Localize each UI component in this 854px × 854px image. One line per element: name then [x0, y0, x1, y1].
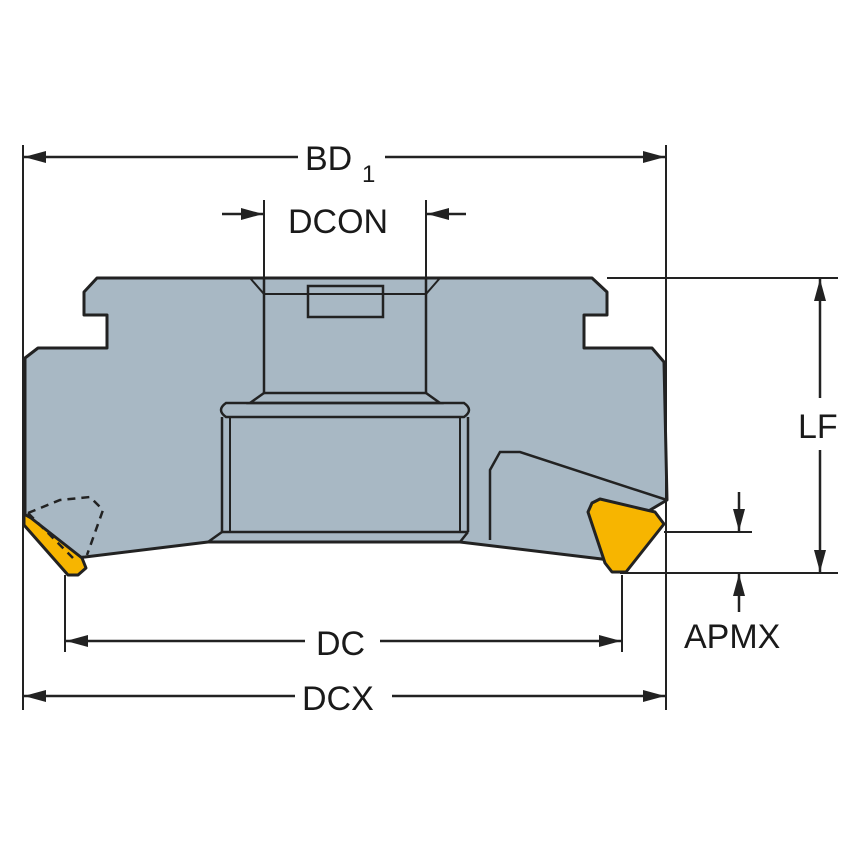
bd1-label: BD: [305, 140, 352, 178]
hidden-insert-outline: [27, 495, 105, 559]
lf-arrow-bottom: [814, 550, 826, 572]
bd1-arrow-right: [643, 151, 665, 163]
dcon-arrow-left: [241, 208, 263, 220]
bd1-arrow-left: [24, 151, 46, 163]
bottom-chamfer: [207, 530, 469, 544]
dcx-arrow-right: [643, 690, 665, 702]
lower-bore: [220, 417, 470, 534]
apmx-arrow-top: [733, 509, 745, 531]
bore-chamfer: [249, 277, 441, 295]
dcx-label: DCX: [302, 680, 374, 718]
chip-pocket: [488, 450, 668, 540]
right-insert: [586, 497, 666, 574]
dcon-arrow-right: [427, 208, 449, 220]
apmx-arrow-bottom: [733, 574, 745, 596]
lower-bore-inner: [229, 417, 461, 532]
key-slot: [306, 284, 385, 319]
groove-ring: [219, 401, 471, 419]
apmx-label: APMX: [684, 618, 780, 656]
lf-label: LF: [798, 408, 838, 446]
bd1-subscript: 1: [362, 161, 375, 188]
upper-bore: [262, 278, 428, 395]
dcon-label: DCON: [288, 203, 388, 241]
dc-arrow-right: [599, 635, 621, 647]
cutter-body: [23, 276, 669, 562]
dc-label: DC: [316, 625, 365, 663]
lf-arrow-top: [814, 279, 826, 301]
dc-arrow-left: [66, 635, 88, 647]
dcx-arrow-left: [24, 690, 46, 702]
